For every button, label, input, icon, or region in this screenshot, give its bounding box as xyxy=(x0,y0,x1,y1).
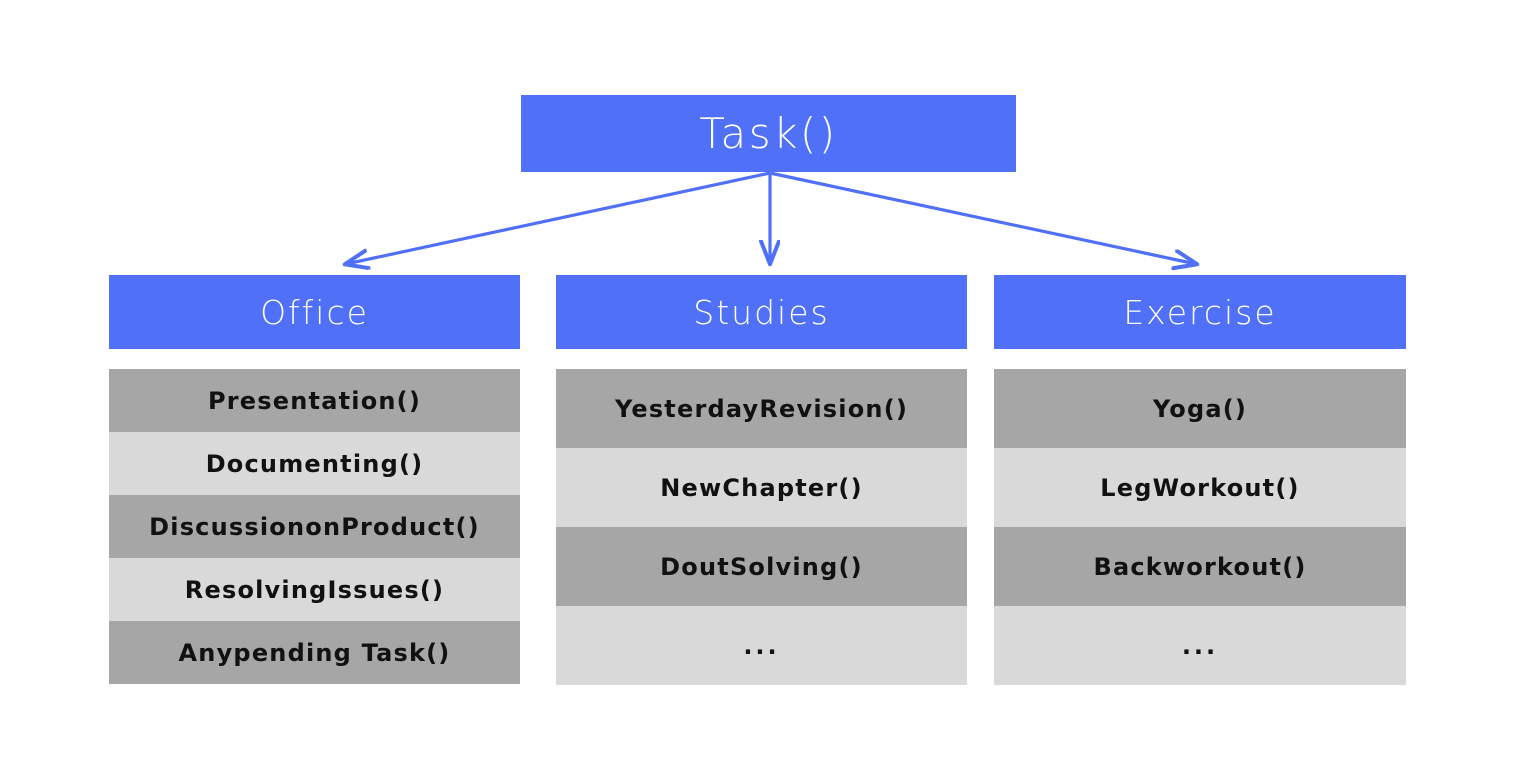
list-item-label: YesterdayRevision() xyxy=(614,394,909,423)
column-items-studies: YesterdayRevision() NewChapter() DoutSol… xyxy=(556,369,967,685)
list-item[interactable]: Yoga() xyxy=(994,369,1406,448)
list-item-label: DiscussiononProduct() xyxy=(149,512,480,541)
root-node-label: Task() xyxy=(699,108,838,158)
list-item[interactable]: NewChapter() xyxy=(556,448,967,527)
list-item-label: ... xyxy=(1181,631,1219,660)
list-item-label: ... xyxy=(743,631,780,660)
column-header-label-exercise: Exercise xyxy=(1123,292,1277,332)
list-item-label: Documenting() xyxy=(205,449,424,478)
column-exercise: Exercise Yoga() LegWorkout() Backworkout… xyxy=(994,275,1406,685)
list-item-label: LegWorkout() xyxy=(1100,473,1300,502)
list-item-label: ResolvingIssues() xyxy=(184,575,445,604)
column-items-exercise: Yoga() LegWorkout() Backworkout() ... xyxy=(994,369,1406,685)
list-item-label: Yoga() xyxy=(1152,394,1248,423)
arrow-task-to-exercise xyxy=(769,171,1196,264)
list-item-label: NewChapter() xyxy=(660,473,863,502)
column-header-label-office: Office xyxy=(260,292,369,332)
list-item-label: Backworkout() xyxy=(1093,552,1307,581)
list-item[interactable]: Backworkout() xyxy=(994,527,1406,606)
list-item-label: Anypending Task() xyxy=(178,638,451,667)
list-item-more[interactable]: ... xyxy=(994,606,1406,685)
list-item[interactable]: DiscussiononProduct() xyxy=(109,495,520,558)
list-item[interactable]: YesterdayRevision() xyxy=(556,369,967,448)
list-item-label: DoutSolving() xyxy=(660,552,863,581)
column-header-office[interactable]: Office xyxy=(109,275,520,349)
list-item-more[interactable]: ... xyxy=(556,606,967,685)
list-item-label: Presentation() xyxy=(207,386,422,415)
arrow-task-to-office xyxy=(346,171,771,264)
list-item[interactable]: Anypending Task() xyxy=(109,621,520,684)
list-item[interactable]: LegWorkout() xyxy=(994,448,1406,527)
list-item[interactable]: DoutSolving() xyxy=(556,527,967,606)
column-header-exercise[interactable]: Exercise xyxy=(994,275,1406,349)
list-item[interactable]: Documenting() xyxy=(109,432,520,495)
column-studies: Studies YesterdayRevision() NewChapter()… xyxy=(556,275,967,685)
column-office: Office Presentation() Documenting() Disc… xyxy=(109,275,520,684)
column-header-label-studies: Studies xyxy=(693,292,830,332)
list-item[interactable]: ResolvingIssues() xyxy=(109,558,520,621)
list-item[interactable]: Presentation() xyxy=(109,369,520,432)
root-node-task[interactable]: Task() xyxy=(521,95,1016,172)
column-items-office: Presentation() Documenting() Discussiono… xyxy=(109,369,520,684)
column-header-studies[interactable]: Studies xyxy=(556,275,967,349)
